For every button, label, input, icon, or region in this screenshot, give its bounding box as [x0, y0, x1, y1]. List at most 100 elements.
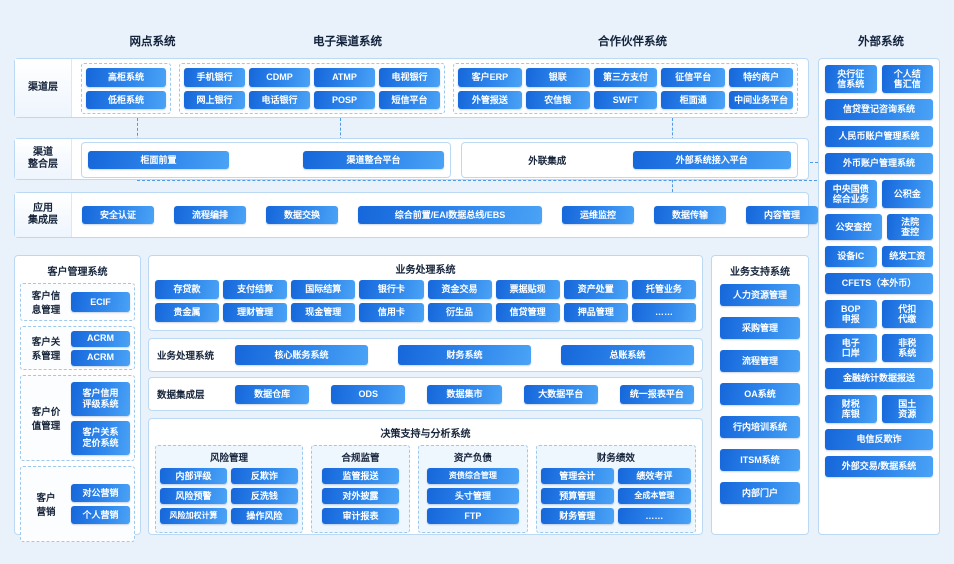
chip-echannel-3[interactable]: 电视银行: [379, 68, 440, 87]
chip-data-2[interactable]: 数据集市: [427, 384, 502, 404]
chip-partner-4[interactable]: 特约商户: [729, 68, 793, 87]
chip-echannel-0[interactable]: 手机银行: [184, 68, 245, 87]
chip-channel-integration-platform[interactable]: 渠道整合平台: [303, 151, 444, 169]
chip-data-3[interactable]: 大数据平台: [523, 384, 598, 404]
chip-ext-4-1[interactable]: 公积金: [881, 180, 933, 208]
chip-ext-0-0[interactable]: 央行征 信系统: [825, 65, 877, 93]
chip-ext-11-0[interactable]: 财税 库银: [825, 395, 877, 423]
chip-fin-3[interactable]: 全成本管理: [617, 488, 691, 504]
chip-external-access-platform[interactable]: 外部系统接入平台: [632, 151, 791, 169]
chip-echannel-7[interactable]: 短信平台: [379, 90, 440, 109]
chip-support-3[interactable]: OA系统: [720, 383, 800, 405]
chip-fin-5[interactable]: ……: [617, 508, 691, 524]
chip-credit-rating-system[interactable]: 客户信用 评级系统: [71, 381, 130, 416]
chip-ecif[interactable]: ECIF: [71, 292, 130, 312]
chip-partner-9[interactable]: 中间业务平台: [729, 90, 793, 109]
chip-app-0[interactable]: 安全认证: [82, 206, 154, 224]
chip-bp-13[interactable]: 信贷管理: [495, 303, 560, 322]
chip-ext-5-1[interactable]: 法院 查控: [887, 214, 933, 240]
chip-risk-0[interactable]: 内部评级: [160, 468, 227, 484]
chip-bp-0[interactable]: 存贷款: [155, 280, 220, 299]
chip-support-0[interactable]: 人力资源管理: [720, 284, 800, 306]
chip-app-1[interactable]: 流程编排: [174, 206, 246, 224]
chip-bp-6[interactable]: 资产处置: [563, 280, 628, 299]
chip-partner-1[interactable]: 银联: [525, 68, 590, 87]
chip-core-2[interactable]: 总账系统: [561, 345, 694, 365]
chip-bp-3[interactable]: 银行卡: [359, 280, 424, 299]
chip-support-6[interactable]: 内部门户: [720, 482, 800, 504]
chip-ext-12-0[interactable]: 电信反欺诈: [825, 429, 933, 450]
chip-ext-6-0[interactable]: 设备IC: [825, 246, 877, 267]
chip-ext-8-1[interactable]: 代扣 代缴: [881, 300, 933, 328]
chip-fin-2[interactable]: 预算管理: [540, 488, 614, 504]
chip-data-0[interactable]: 数据仓库: [235, 384, 310, 404]
chip-bp-8[interactable]: 贵金属: [155, 303, 220, 322]
chip-echannel-2[interactable]: ATMP: [314, 68, 375, 87]
chip-ext-8-0[interactable]: BOP 申报: [825, 300, 877, 328]
chip-support-2[interactable]: 流程管理: [720, 350, 800, 372]
chip-echannel-5[interactable]: 电话银行: [249, 90, 310, 109]
chip-echannel-4[interactable]: 网上银行: [184, 90, 245, 109]
chip-acrm-0[interactable]: ACRM: [71, 330, 130, 347]
chip-app-5[interactable]: 数据传输: [654, 206, 726, 224]
chip-bp-15[interactable]: ……: [631, 303, 696, 322]
chip-bp-14[interactable]: 押品管理: [563, 303, 628, 322]
chip-asset-0[interactable]: 资债综合管理: [427, 468, 519, 484]
chip-data-1[interactable]: ODS: [331, 384, 406, 404]
chip-partner-0[interactable]: 客户ERP: [458, 68, 522, 87]
chip-core-1[interactable]: 财务系统: [398, 345, 531, 365]
chip-bp-7[interactable]: 托管业务: [631, 280, 696, 299]
chip-partner-7[interactable]: SWFT: [593, 90, 658, 109]
chip-compliance-2[interactable]: 审计报表: [321, 508, 400, 524]
chip-bp-12[interactable]: 衍生品: [427, 303, 492, 322]
chip-risk-2[interactable]: 风险预警: [160, 488, 227, 504]
chip-bp-10[interactable]: 现金管理: [291, 303, 356, 322]
chip-partner-8[interactable]: 柜面通: [661, 90, 726, 109]
chip-ext-10-0[interactable]: 金融统计数据报送: [825, 368, 933, 389]
chip-echannel-1[interactable]: CDMP: [249, 68, 310, 87]
chip-bp-2[interactable]: 国际结算: [291, 280, 356, 299]
chip-app-6[interactable]: 内容管理: [746, 206, 818, 224]
chip-ext-4-0[interactable]: 中央国债 综合业务: [825, 180, 877, 208]
chip-app-3[interactable]: 综合前置/EAI数据总线/EBS: [358, 206, 542, 224]
chip-fin-1[interactable]: 绩效考评: [617, 468, 691, 484]
chip-corporate-marketing[interactable]: 对公营销: [71, 484, 130, 502]
chip-ext-0-1[interactable]: 个人结 售汇信: [881, 65, 933, 93]
chip-fin-4[interactable]: 财务管理: [540, 508, 614, 524]
chip-counter-frontend[interactable]: 柜面前置: [88, 151, 229, 169]
chip-acrm-1[interactable]: ACRM: [71, 349, 130, 366]
chip-support-5[interactable]: ITSM系统: [720, 449, 800, 471]
chip-risk-4[interactable]: 风险加权计算: [160, 508, 227, 524]
chip-asset-1[interactable]: 头寸管理: [427, 488, 519, 504]
chip-bp-5[interactable]: 票据贴现: [495, 280, 560, 299]
chip-bp-4[interactable]: 资金交易: [427, 280, 492, 299]
chip-risk-3[interactable]: 反洗钱: [230, 488, 298, 504]
chip-support-1[interactable]: 采购管理: [720, 317, 800, 339]
chip-data-4[interactable]: 统一报表平台: [619, 384, 694, 404]
chip-partner-5[interactable]: 外管报送: [458, 90, 522, 109]
chip-risk-5[interactable]: 操作风险: [230, 508, 298, 524]
chip-ext-6-1[interactable]: 统发工资: [881, 246, 933, 267]
chip-partner-6[interactable]: 农信银: [525, 90, 590, 109]
chip-ext-2-0[interactable]: 人民币账户管理系统: [825, 126, 933, 147]
chip-ext-9-1[interactable]: 非税 系统: [881, 334, 933, 362]
chip-partner-3[interactable]: 征信平台: [661, 68, 726, 87]
chip-branch-1[interactable]: 低柜系统: [86, 90, 166, 109]
chip-echannel-6[interactable]: POSP: [314, 90, 375, 109]
chip-asset-2[interactable]: FTP: [427, 508, 519, 524]
chip-compliance-1[interactable]: 对外披露: [321, 488, 400, 504]
chip-bp-9[interactable]: 理财管理: [223, 303, 288, 322]
chip-partner-2[interactable]: 第三方支付: [593, 68, 658, 87]
chip-support-4[interactable]: 行内培训系统: [720, 416, 800, 438]
chip-personal-marketing[interactable]: 个人营销: [71, 506, 130, 524]
chip-fin-0[interactable]: 管理会计: [540, 468, 614, 484]
chip-ext-1-0[interactable]: 信贷登记咨询系统: [825, 99, 933, 120]
chip-compliance-0[interactable]: 监管报送: [321, 468, 400, 484]
chip-ext-9-0[interactable]: 电子 口岸: [825, 334, 877, 362]
chip-ext-7-0[interactable]: CFETS（本外币）: [825, 273, 933, 294]
chip-branch-0[interactable]: 高柜系统: [86, 68, 166, 87]
chip-ext-11-1[interactable]: 国土 资源: [881, 395, 933, 423]
chip-app-4[interactable]: 运维监控: [562, 206, 634, 224]
chip-ext-13-0[interactable]: 外部交易/数据系统: [825, 456, 933, 477]
chip-risk-1[interactable]: 反欺诈: [230, 468, 298, 484]
